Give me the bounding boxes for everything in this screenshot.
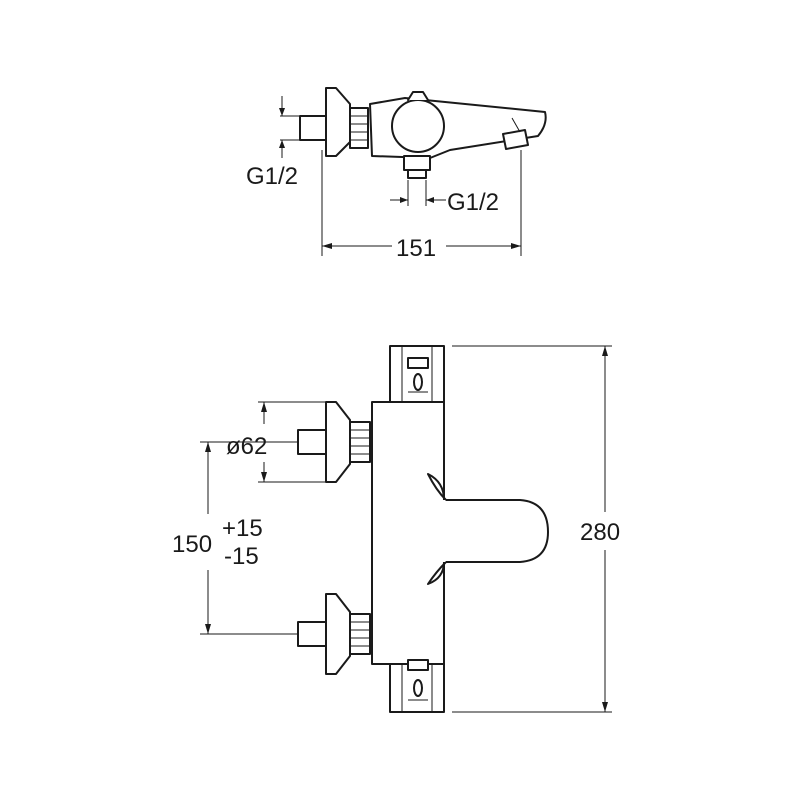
- upper-inlet-pipe: [297, 429, 327, 455]
- wall-inlet-pipe: [299, 115, 327, 141]
- knob-cap: [407, 91, 429, 101]
- front-view: ø62 150 +15 -15 280: [172, 345, 620, 713]
- union-nut-side: [349, 107, 369, 149]
- lower-inlet: [297, 593, 371, 675]
- bottom-thread-label: G1/2: [447, 189, 499, 216]
- tolerance-minus-label: -15: [224, 543, 259, 570]
- depth-label: 151: [396, 235, 436, 262]
- overall-height-label: 280: [580, 519, 620, 546]
- rosette-diameter-label: ø62: [226, 433, 267, 460]
- lower-inlet-pipe: [297, 621, 327, 647]
- rosette-side: [325, 87, 351, 157]
- upper-nut: [349, 421, 371, 463]
- bottom-inlet-pipe: [407, 169, 427, 179]
- lower-rosette: [325, 593, 351, 675]
- bottom-cap-symbol: [413, 679, 423, 697]
- side-thread-label: G1/2: [246, 163, 298, 190]
- tolerance-plus-label: +15: [222, 515, 263, 542]
- mixer-body: [371, 401, 445, 665]
- center-distance-label: 150: [172, 531, 212, 558]
- bottom-inlet-nut: [403, 155, 431, 171]
- top-cap-marker: [407, 357, 429, 369]
- spout-detail-line: [511, 117, 521, 133]
- spout-front: [427, 473, 549, 585]
- bottom-cap-marker: [407, 659, 429, 671]
- side-view: G1/2 G1/2 151: [246, 87, 547, 262]
- spout-outlet: [502, 129, 529, 150]
- thermostat-knob: [391, 99, 445, 153]
- upper-rosette: [325, 401, 351, 483]
- top-cap-symbol: [413, 373, 423, 391]
- lower-nut: [349, 613, 371, 655]
- upper-inlet: [297, 401, 371, 483]
